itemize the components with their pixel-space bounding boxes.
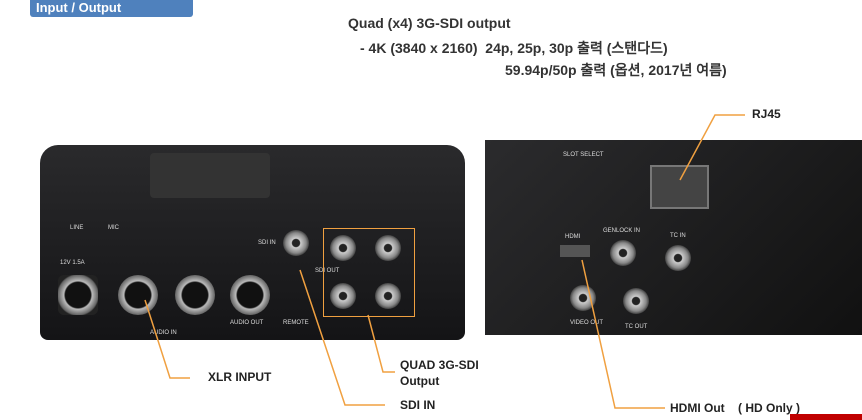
tc-out-label: TC OUT: [625, 324, 648, 330]
footer-accent-bar: [790, 414, 862, 420]
rj45-callout: RJ45: [752, 107, 781, 121]
header-line2: - 4K (3840 x 2160) 24p, 25p, 30p 출력 (스탠다…: [360, 40, 668, 56]
xlr-input-callout: XLR INPUT: [208, 370, 272, 384]
sdi-out-panel-label: SDI OUT: [315, 268, 340, 274]
line-label: LINE: [70, 225, 84, 231]
audio-out-label: AUDIO OUT: [230, 320, 264, 326]
hdmi-panel-label: HDMI: [565, 234, 581, 240]
quad-sdi-callout-line1: QUAD 3G-SDI: [400, 358, 479, 372]
sdi-in-panel-label: SDI IN: [258, 240, 276, 246]
slot-select-label: SLOT SELECT: [563, 152, 604, 158]
sdi-in-callout: SDI IN: [400, 398, 436, 412]
section-tab: Input / Output: [30, 0, 193, 17]
tc-in-label: TC IN: [670, 233, 686, 239]
audio-in-label: AUDIO IN: [150, 330, 177, 336]
camera-right-panel-photo: HDMI GENLOCK IN TC IN TC OUT VIDEO OUT S…: [485, 140, 862, 335]
genlock-label: GENLOCK IN: [603, 228, 641, 234]
dc-label: 12V 1.5A: [60, 260, 85, 266]
video-out-label: VIDEO OUT: [570, 320, 604, 326]
camera-left-panel-photo: AUDIO IN AUDIO OUT REMOTE SDI IN SDI OUT…: [40, 145, 465, 340]
hdmi-out-callout: HDMI Out ( HD Only ): [670, 401, 800, 415]
quad-sdi-callout-line2: Output: [400, 374, 440, 388]
header-line1: Quad (x4) 3G-SDI output: [348, 15, 511, 31]
header-line3: 59.94p/50p 출력 (옵션, 2017년 여름): [505, 62, 727, 78]
remote-label: REMOTE: [283, 320, 309, 326]
mic-label: MIC: [108, 225, 119, 231]
